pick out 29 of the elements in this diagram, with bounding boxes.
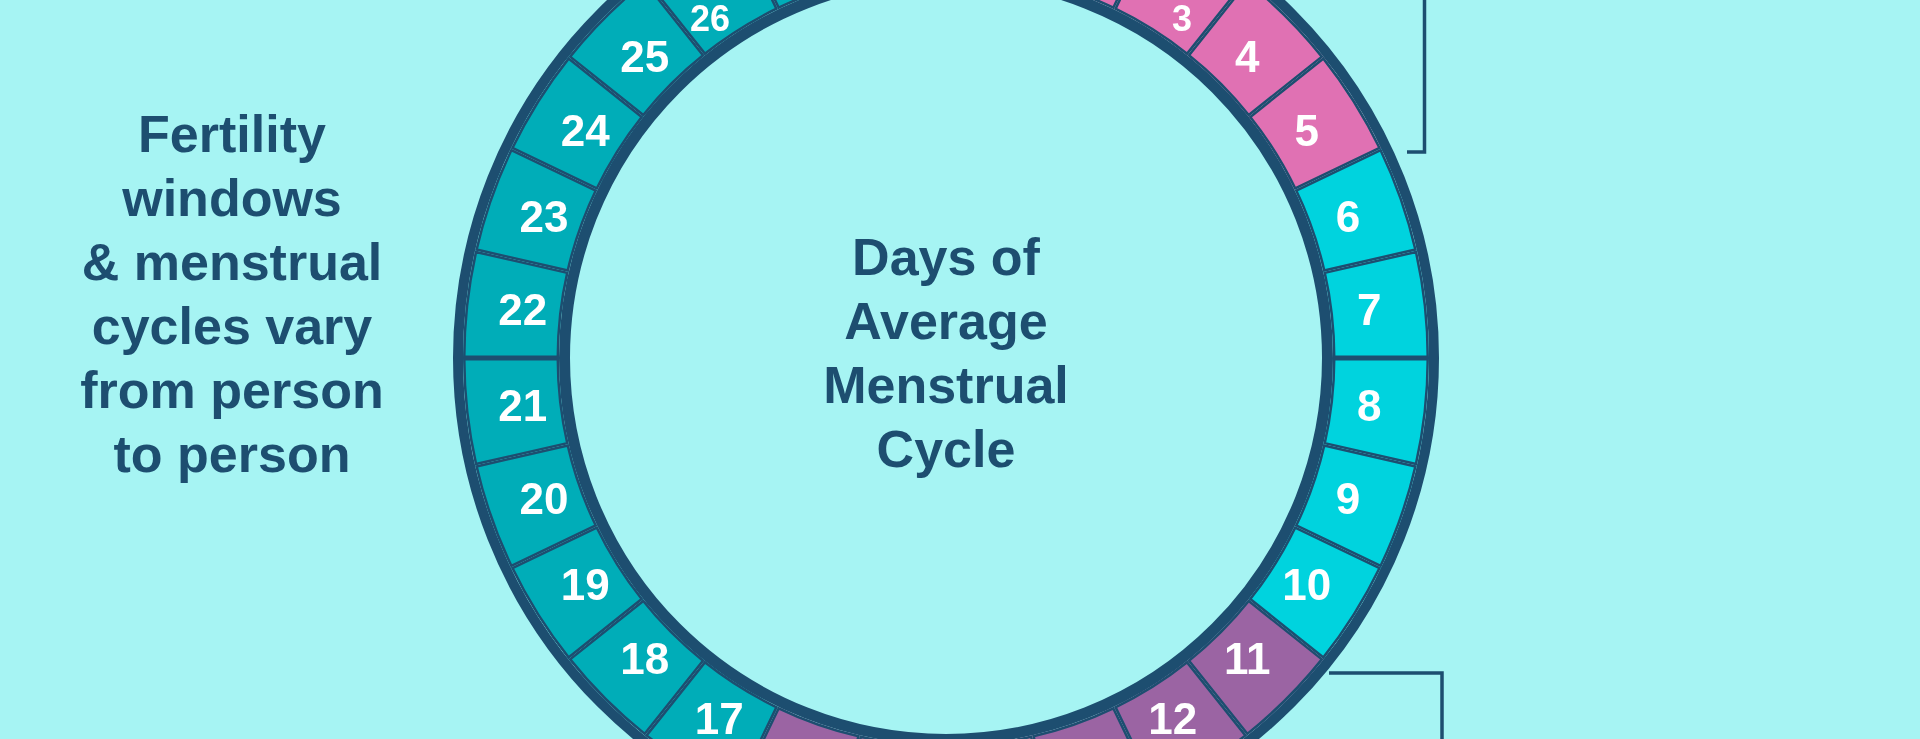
day-segment [1294,148,1417,272]
day-number: 5 [1294,109,1319,154]
day-number: 11 [1223,637,1271,682]
day-segment [1032,706,1130,739]
day-number: 18 [620,637,670,682]
center-title: Days of Average Menstrual Cycle [822,227,1070,480]
day-number: 23 [519,195,569,240]
day-segment [463,358,569,466]
day-number: 12 [1148,696,1198,739]
day-number: 3 [1172,1,1192,37]
day-segment [1323,250,1429,358]
day-number: 17 [694,696,744,739]
day-number: 7 [1357,288,1382,333]
day-number: 10 [1282,562,1332,607]
day-number: 22 [498,288,548,333]
side-note: Fertility windows & menstrual cycles vary from person to person [79,104,385,485]
day-number: 25 [620,34,670,79]
day-number: 21 [498,383,548,428]
day-segment [1294,444,1417,568]
day-number: 20 [519,476,569,521]
day-number: 9 [1335,476,1361,521]
day-number: 8 [1357,383,1382,428]
day-segment [1323,358,1429,466]
day-segment [773,0,800,10]
day-number: 24 [560,109,610,154]
day-number: 4 [1235,34,1260,79]
day-number: 19 [560,562,610,607]
day-number: 6 [1335,195,1361,240]
day-number: 26 [690,1,730,37]
